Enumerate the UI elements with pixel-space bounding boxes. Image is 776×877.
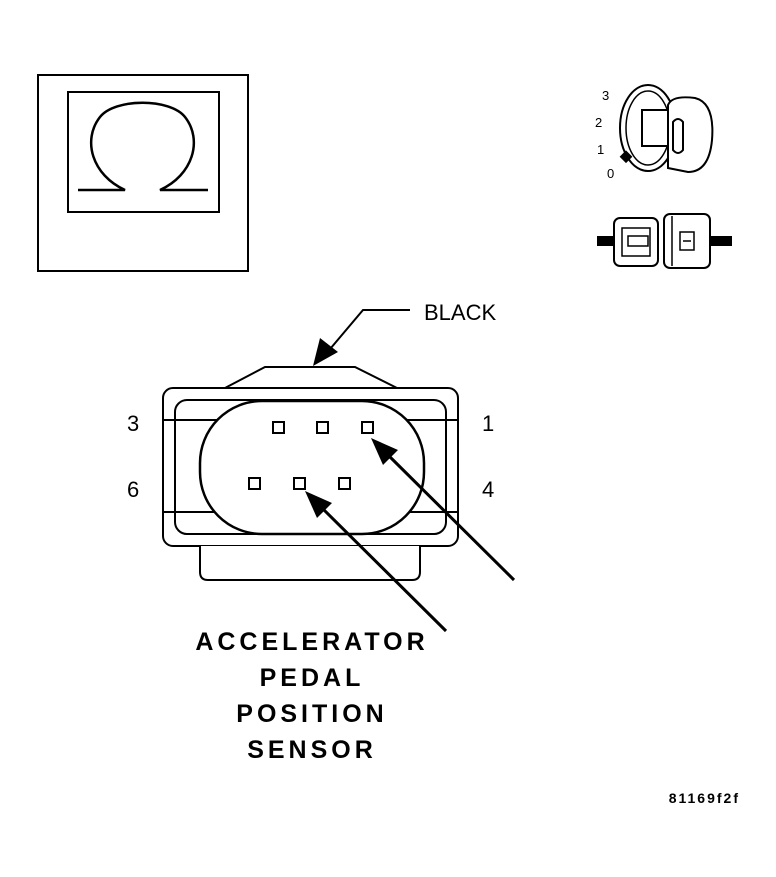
figure-code: 81169f2f (669, 790, 740, 806)
component-title: ACCELERATOR PEDAL POSITION SENSOR (195, 628, 428, 764)
probe-arrow-pin-1 (371, 438, 516, 582)
pin-label-6: 6 (127, 477, 139, 502)
color-callout: BLACK (313, 300, 496, 366)
omega-ohm-icon (37, 74, 249, 272)
pin-label-4: 4 (482, 477, 494, 502)
pin-cavity-2 (316, 421, 329, 434)
disconnected-connector-icon (597, 213, 732, 269)
ignition-position-1: 1 (597, 142, 604, 157)
connector-color-label: BLACK (424, 300, 496, 325)
title-line-2: PEDAL (260, 664, 365, 692)
connector-body (162, 366, 459, 581)
title-line-4: SENSOR (247, 736, 377, 764)
pin-cavity-4 (338, 477, 351, 490)
pin-label-1: 1 (482, 411, 494, 436)
pin-cavity-5 (293, 477, 306, 490)
ignition-position-3: 3 (602, 88, 609, 103)
ignition-position-0: 0 (607, 166, 614, 181)
ignition-key-icon: 3 2 1 0 (595, 84, 714, 181)
pin-cavities (248, 421, 374, 490)
probe-arrow-pin-5 (305, 491, 448, 633)
pin-label-3: 3 (127, 411, 139, 436)
title-line-3: POSITION (236, 700, 387, 728)
ignition-position-2: 2 (595, 115, 602, 130)
pin-cavity-6 (248, 477, 261, 490)
title-line-1: ACCELERATOR (195, 628, 428, 656)
pin-cavity-1 (361, 421, 374, 434)
pin-cavity-3 (272, 421, 285, 434)
